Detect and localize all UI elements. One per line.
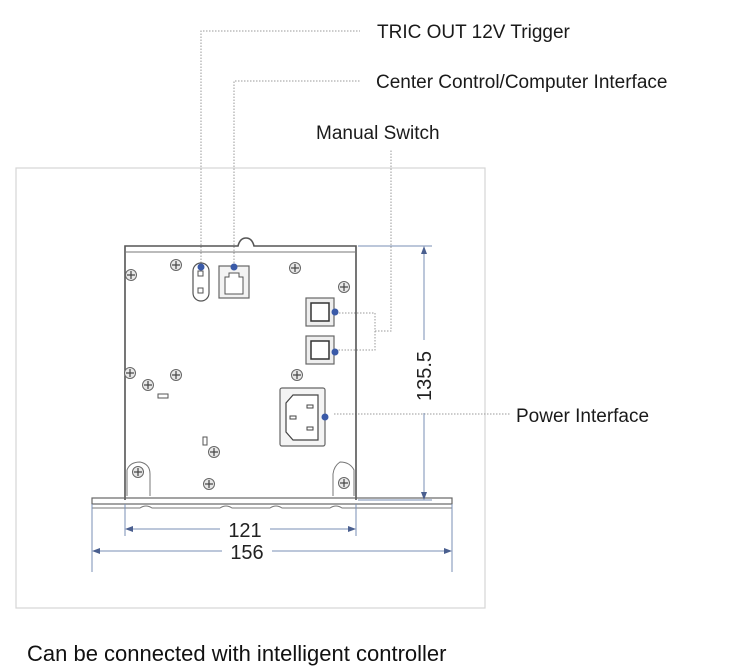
screw-icon [338, 281, 350, 293]
device-panel [91, 237, 453, 509]
label-power-interface: Power Interface [516, 406, 649, 427]
screw-icon [142, 379, 154, 391]
base-plate [91, 497, 453, 505]
screw-icon [208, 446, 220, 458]
dimension-lines [91, 245, 453, 572]
screw-icon [338, 477, 350, 489]
screw-icon [132, 466, 144, 478]
caption: Can be connected with intelligent contro… [27, 641, 446, 666]
screws [124, 259, 350, 490]
screw-icon [124, 367, 136, 379]
screw-icon [170, 259, 182, 271]
dim-outer-width: 156 [230, 542, 263, 564]
leader-tric-out [200, 30, 360, 266]
leader-center-control [233, 80, 360, 266]
pin-marker-icon [197, 263, 205, 271]
screw-icon [289, 262, 301, 274]
dim-inner-width: 121 [228, 520, 261, 542]
pin-marker-icon [321, 413, 329, 421]
screw-icon [203, 478, 215, 490]
trigger-jack [192, 262, 210, 302]
leader-manual-switch [375, 150, 392, 332]
screw-icon [125, 269, 137, 281]
screw-icon [291, 369, 303, 381]
pin-marker-icon [331, 308, 339, 316]
screw-icon [170, 369, 182, 381]
label-tric-out: TRIC OUT 12V Trigger [377, 22, 571, 43]
label-center-control: Center Control/Computer Interface [376, 72, 667, 93]
pin-marker-icon [230, 263, 238, 271]
dim-height: 135.5 [414, 351, 436, 401]
label-manual-switch: Manual Switch [316, 123, 440, 144]
pin-marker-icon [331, 348, 339, 356]
outer-frame [15, 167, 486, 609]
panel-outline [124, 237, 357, 500]
